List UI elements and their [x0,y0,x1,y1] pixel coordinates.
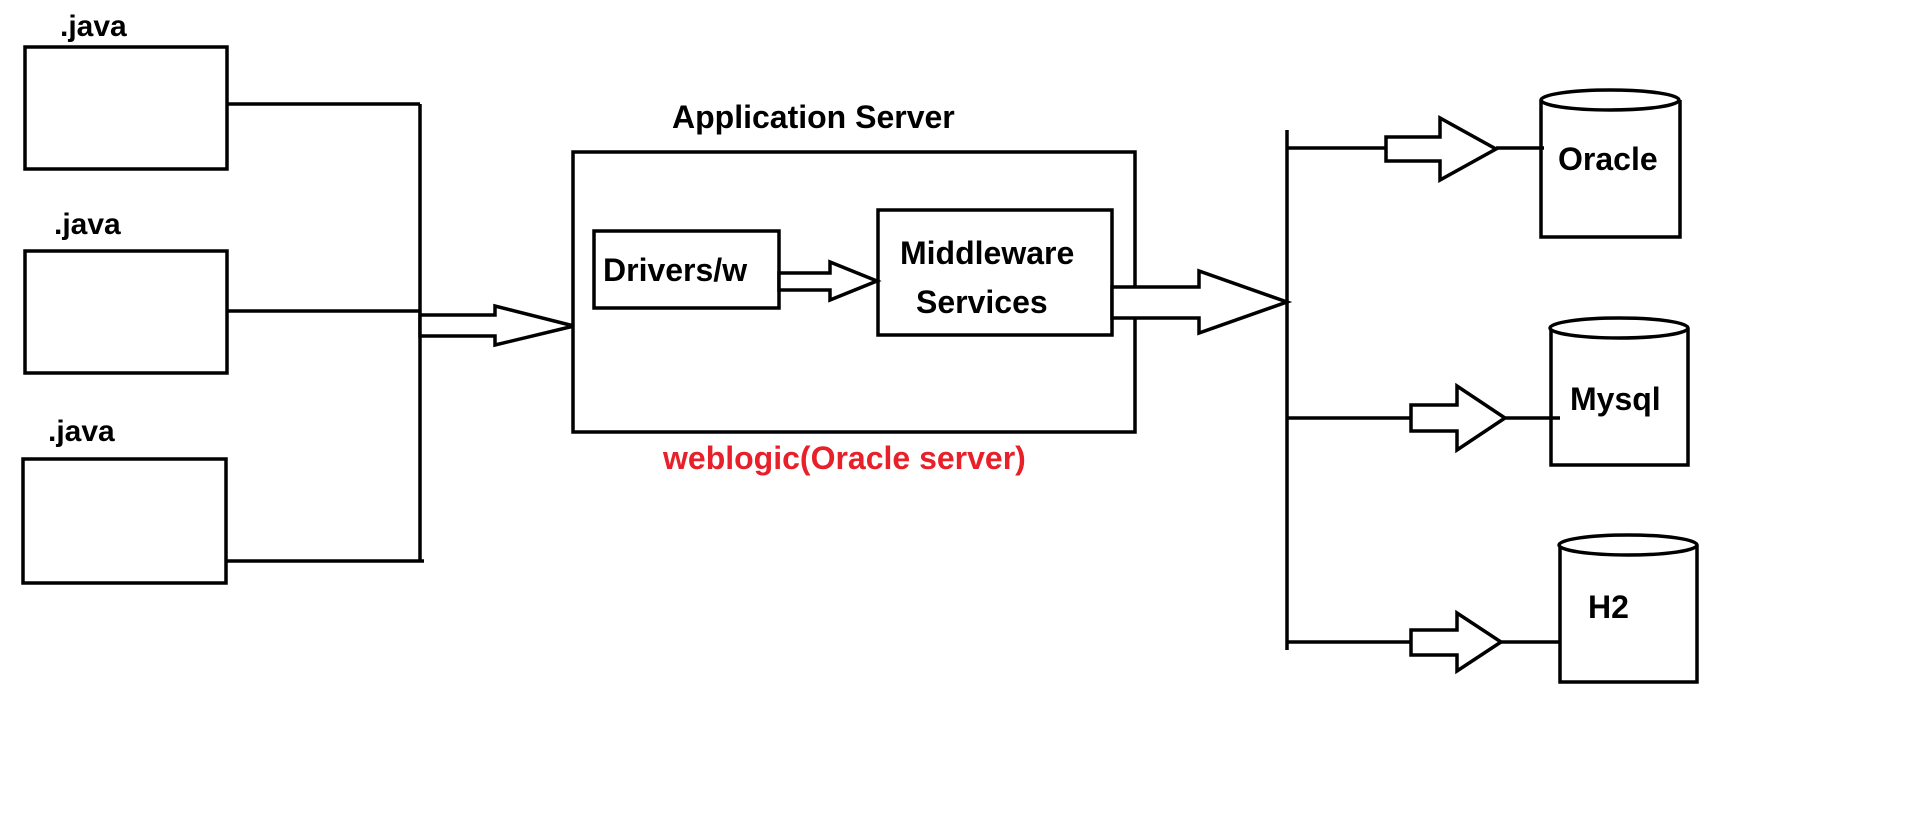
arrow-to-h2 [1409,609,1505,675]
arrow-drivers-to-middleware [777,259,882,303]
server-title: Application Server [672,99,955,135]
db-oracle-top [1539,88,1681,112]
db-h2-body [1558,545,1699,684]
middleware-label-line2: Services [916,284,1048,320]
db-mysql: Mysql [1548,316,1690,467]
arrow-to-oracle [1384,115,1500,183]
client-java-1-box [23,45,229,171]
client-java-3: .java [21,415,228,585]
middleware-box [876,208,1114,337]
arrow-to-mysql [1409,382,1509,454]
server-caption: weblogic(Oracle server) [662,440,1026,476]
client-bus [226,102,424,563]
client-java-3-label: .java [48,415,115,448]
db-h2-top [1557,533,1699,557]
client-java-1: .java [23,10,229,171]
db-oracle: Oracle [1539,88,1682,239]
arrow-clients-to-server [418,303,575,348]
db-h2: H2 [1557,533,1699,684]
db-oracle-body [1539,100,1682,239]
drivers-box [592,229,781,310]
db-mysql-body [1549,328,1690,467]
database-bus [1285,130,1411,650]
db-h2-label: H2 [1588,589,1629,625]
drivers-label: Drivers/w [603,252,747,288]
client-java-3-box [21,457,228,585]
arrow-middleware-to-databases [1110,268,1293,336]
client-java-2: .java [23,208,229,375]
client-java-2-label: .java [54,208,121,241]
client-java-1-label: .java [60,10,127,43]
db-oracle-label: Oracle [1558,141,1658,177]
db-mysql-label: Mysql [1570,381,1661,417]
middleware-label-line1: Middleware [900,235,1074,271]
db-mysql-top [1548,316,1690,340]
client-java-2-box [23,249,229,375]
